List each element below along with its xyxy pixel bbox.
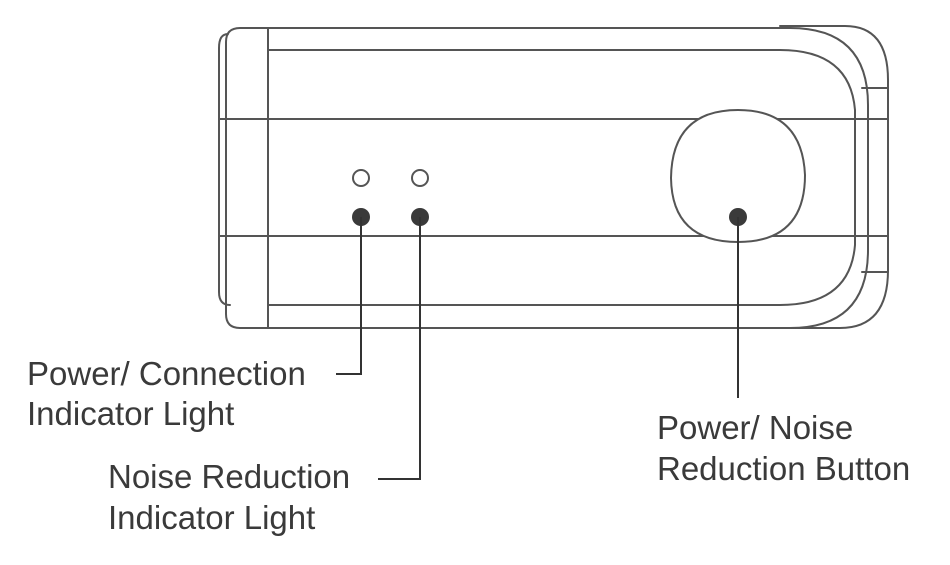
leader-line-noise-reduction <box>378 217 421 480</box>
device-side-clip <box>861 87 889 273</box>
label-power-connection-line2: Indicator Light <box>27 395 234 432</box>
device-body <box>218 25 889 329</box>
label-power-button-line1: Power/ Noise <box>657 409 853 446</box>
label-power-button-line2: Reduction Button <box>657 450 910 487</box>
device-shell <box>225 27 869 329</box>
leader-line-power-connection <box>336 217 362 375</box>
label-noise-reduction-line1: Noise Reduction <box>108 458 350 495</box>
label-power-connection-line1: Power/ Connection <box>27 355 306 392</box>
device-inner-bevel <box>267 49 856 306</box>
label-noise-reduction-line2: Indicator Light <box>108 499 315 536</box>
noise-reduction-indicator-light <box>411 169 429 187</box>
device-left-cap <box>218 33 231 306</box>
power-connection-indicator-light <box>352 169 370 187</box>
